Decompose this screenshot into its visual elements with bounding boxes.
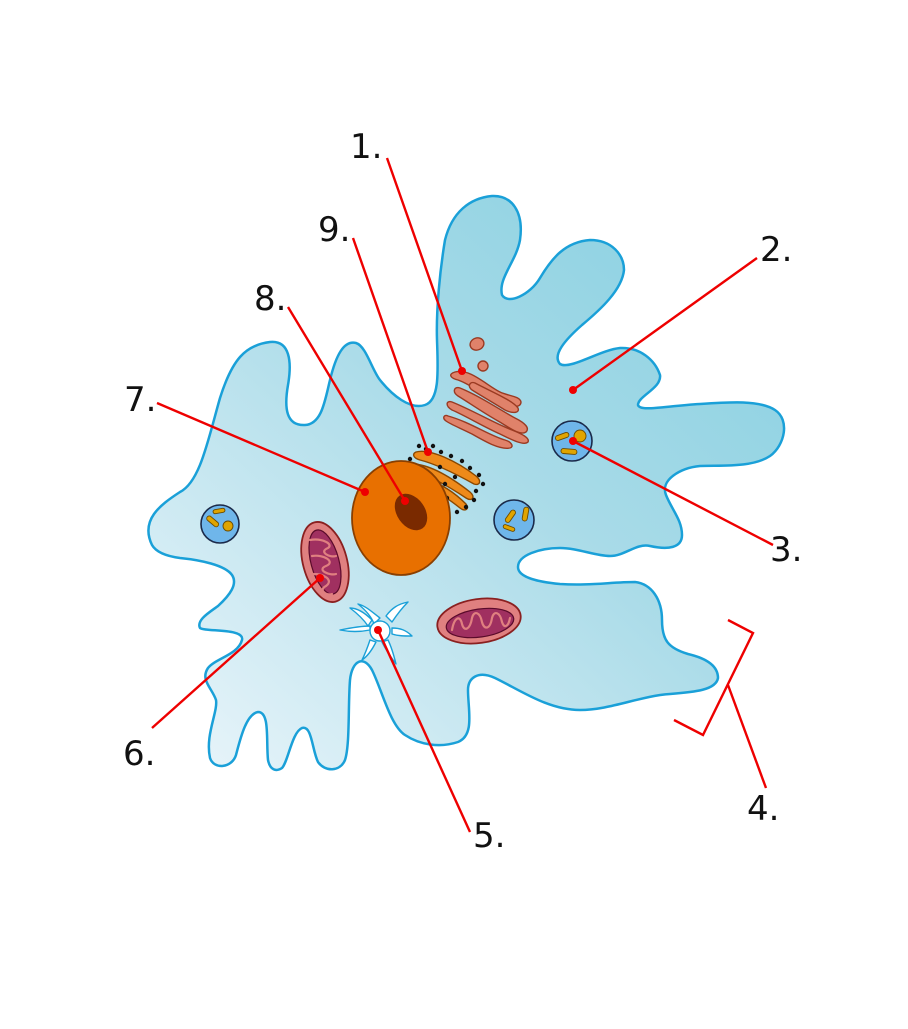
label-5: 5.	[473, 816, 505, 856]
leader-bracket-4	[673, 618, 755, 737]
label-4: 4.	[747, 789, 779, 829]
label-6: 6.	[123, 734, 155, 774]
leader-pin-9	[424, 448, 432, 456]
leader-line-4	[726, 684, 768, 789]
leader-pin-7	[361, 488, 369, 496]
cell-membrane	[147, 194, 786, 772]
mitochondrion-icon	[436, 597, 522, 645]
golgi-apparatus-icon	[443, 337, 529, 449]
nucleus-icon	[351, 460, 451, 576]
label-7: 7.	[124, 380, 156, 420]
label-9: 9.	[318, 210, 350, 250]
leader-line-3	[572, 439, 774, 547]
leader-pin-2	[569, 386, 577, 394]
leader-pin-1	[458, 367, 466, 375]
label-3: 3.	[770, 530, 802, 570]
leader-line-2	[572, 257, 758, 391]
label-1: 1.	[350, 127, 382, 167]
leader-pin-8	[401, 497, 409, 505]
food-vacuole-icon	[200, 504, 240, 544]
leader-line-7	[156, 401, 366, 494]
label-2: 2.	[760, 230, 792, 270]
leader-pin-3	[569, 437, 577, 445]
labels: 1. 2. 3. 4. 5. 6. 7. 8. 9.	[123, 127, 802, 856]
leader-line-1	[385, 157, 464, 372]
leader-line-5	[376, 629, 472, 833]
mitochondrion-icon	[300, 521, 350, 603]
food-vacuole-icon	[493, 499, 535, 541]
label-8: 8.	[254, 279, 286, 319]
leader-pin-6	[316, 574, 324, 582]
leader-line-6	[151, 577, 321, 729]
leader-lines	[151, 157, 774, 833]
leader-line-9	[351, 237, 430, 453]
leader-line-8	[286, 306, 407, 502]
leader-pin-5	[374, 626, 382, 634]
